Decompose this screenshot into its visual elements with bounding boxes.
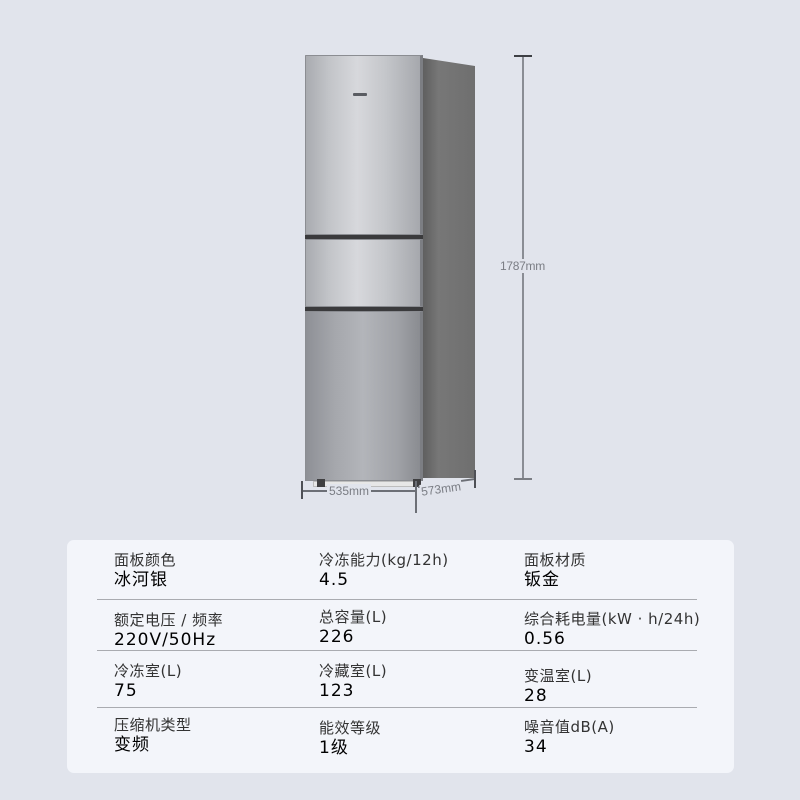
row-divider [97, 599, 697, 600]
brand-logo-icon [353, 93, 367, 96]
fridge-foot [317, 479, 325, 487]
spec-table: 面板颜色 冰河银 冷冻能力(kg/12h) 4.5 面板材质 钣金 额定电压 /… [67, 540, 734, 773]
spec-value: 0.56 [524, 629, 566, 649]
spec-noise-level: 噪音值dB(A) 34 [524, 718, 615, 757]
row-divider [97, 650, 697, 651]
spec-value: 冰河银 [114, 570, 168, 590]
spec-voltage-frequency: 额定电压 / 频率 220V/50Hz [114, 611, 223, 650]
spec-value: 123 [319, 681, 355, 701]
spec-panel-color: 面板颜色 冰河银 [114, 551, 176, 590]
spec-value: 75 [114, 681, 138, 701]
spec-value: 4.5 [319, 570, 350, 590]
spec-freezer-volume: 冷冻室(L) 75 [114, 662, 182, 701]
refrigerator-image [305, 55, 475, 487]
width-dimension-cap [415, 481, 417, 513]
spec-label: 变温室(L) [524, 667, 593, 685]
fridge-foot [413, 479, 421, 487]
spec-label: 额定电压 / 频率 [114, 611, 224, 629]
spec-label: 面板颜色 [114, 551, 177, 569]
depth-dimension-cap [474, 470, 476, 488]
door-gap [305, 235, 423, 239]
fridge-bottom-door [305, 311, 423, 481]
spec-value: 变频 [114, 735, 150, 755]
width-dimension-label: 535mm [327, 484, 372, 498]
door-gap [305, 307, 423, 311]
spec-label: 冷藏室(L) [319, 662, 388, 680]
spec-label: 冷冻能力(kg/12h) [319, 551, 449, 569]
spec-label: 面板材质 [524, 551, 587, 569]
height-dimension-cap [514, 478, 532, 480]
row-divider [97, 707, 697, 708]
fridge-middle-drawer [305, 239, 423, 307]
spec-label: 综合耗电量(kW · h/24h) [524, 610, 701, 628]
spec-value: 220V/50Hz [114, 630, 217, 650]
spec-panel-material: 面板材质 钣金 [524, 551, 586, 590]
spec-value: 1级 [319, 738, 349, 758]
height-dimension-cap [514, 55, 532, 57]
spec-freezing-capacity: 冷冻能力(kg/12h) 4.5 [319, 551, 449, 590]
spec-label: 压缩机类型 [114, 716, 192, 734]
spec-compressor-type: 压缩机类型 变频 [114, 716, 192, 755]
spec-variable-temp-volume: 变温室(L) 28 [524, 667, 592, 706]
spec-value: 钣金 [524, 570, 560, 590]
spec-label: 能效等级 [319, 719, 382, 737]
spec-value: 28 [524, 686, 548, 706]
spec-energy-rating: 能效等级 1级 [319, 719, 381, 758]
height-dimension-label: 1787mm [500, 259, 560, 273]
fridge-top-door [305, 55, 423, 235]
spec-label: 冷冻室(L) [114, 662, 183, 680]
spec-total-capacity: 总容量(L) 226 [319, 608, 387, 647]
spec-power-consumption: 综合耗电量(kW · h/24h) 0.56 [524, 610, 700, 649]
spec-value: 226 [319, 627, 355, 647]
spec-fridge-volume: 冷藏室(L) 123 [319, 662, 387, 701]
spec-label: 总容量(L) [319, 608, 388, 626]
spec-value: 34 [524, 737, 548, 757]
width-dimension-cap [301, 481, 303, 499]
fridge-side-panel [423, 58, 475, 478]
spec-label: 噪音值dB(A) [524, 718, 615, 736]
